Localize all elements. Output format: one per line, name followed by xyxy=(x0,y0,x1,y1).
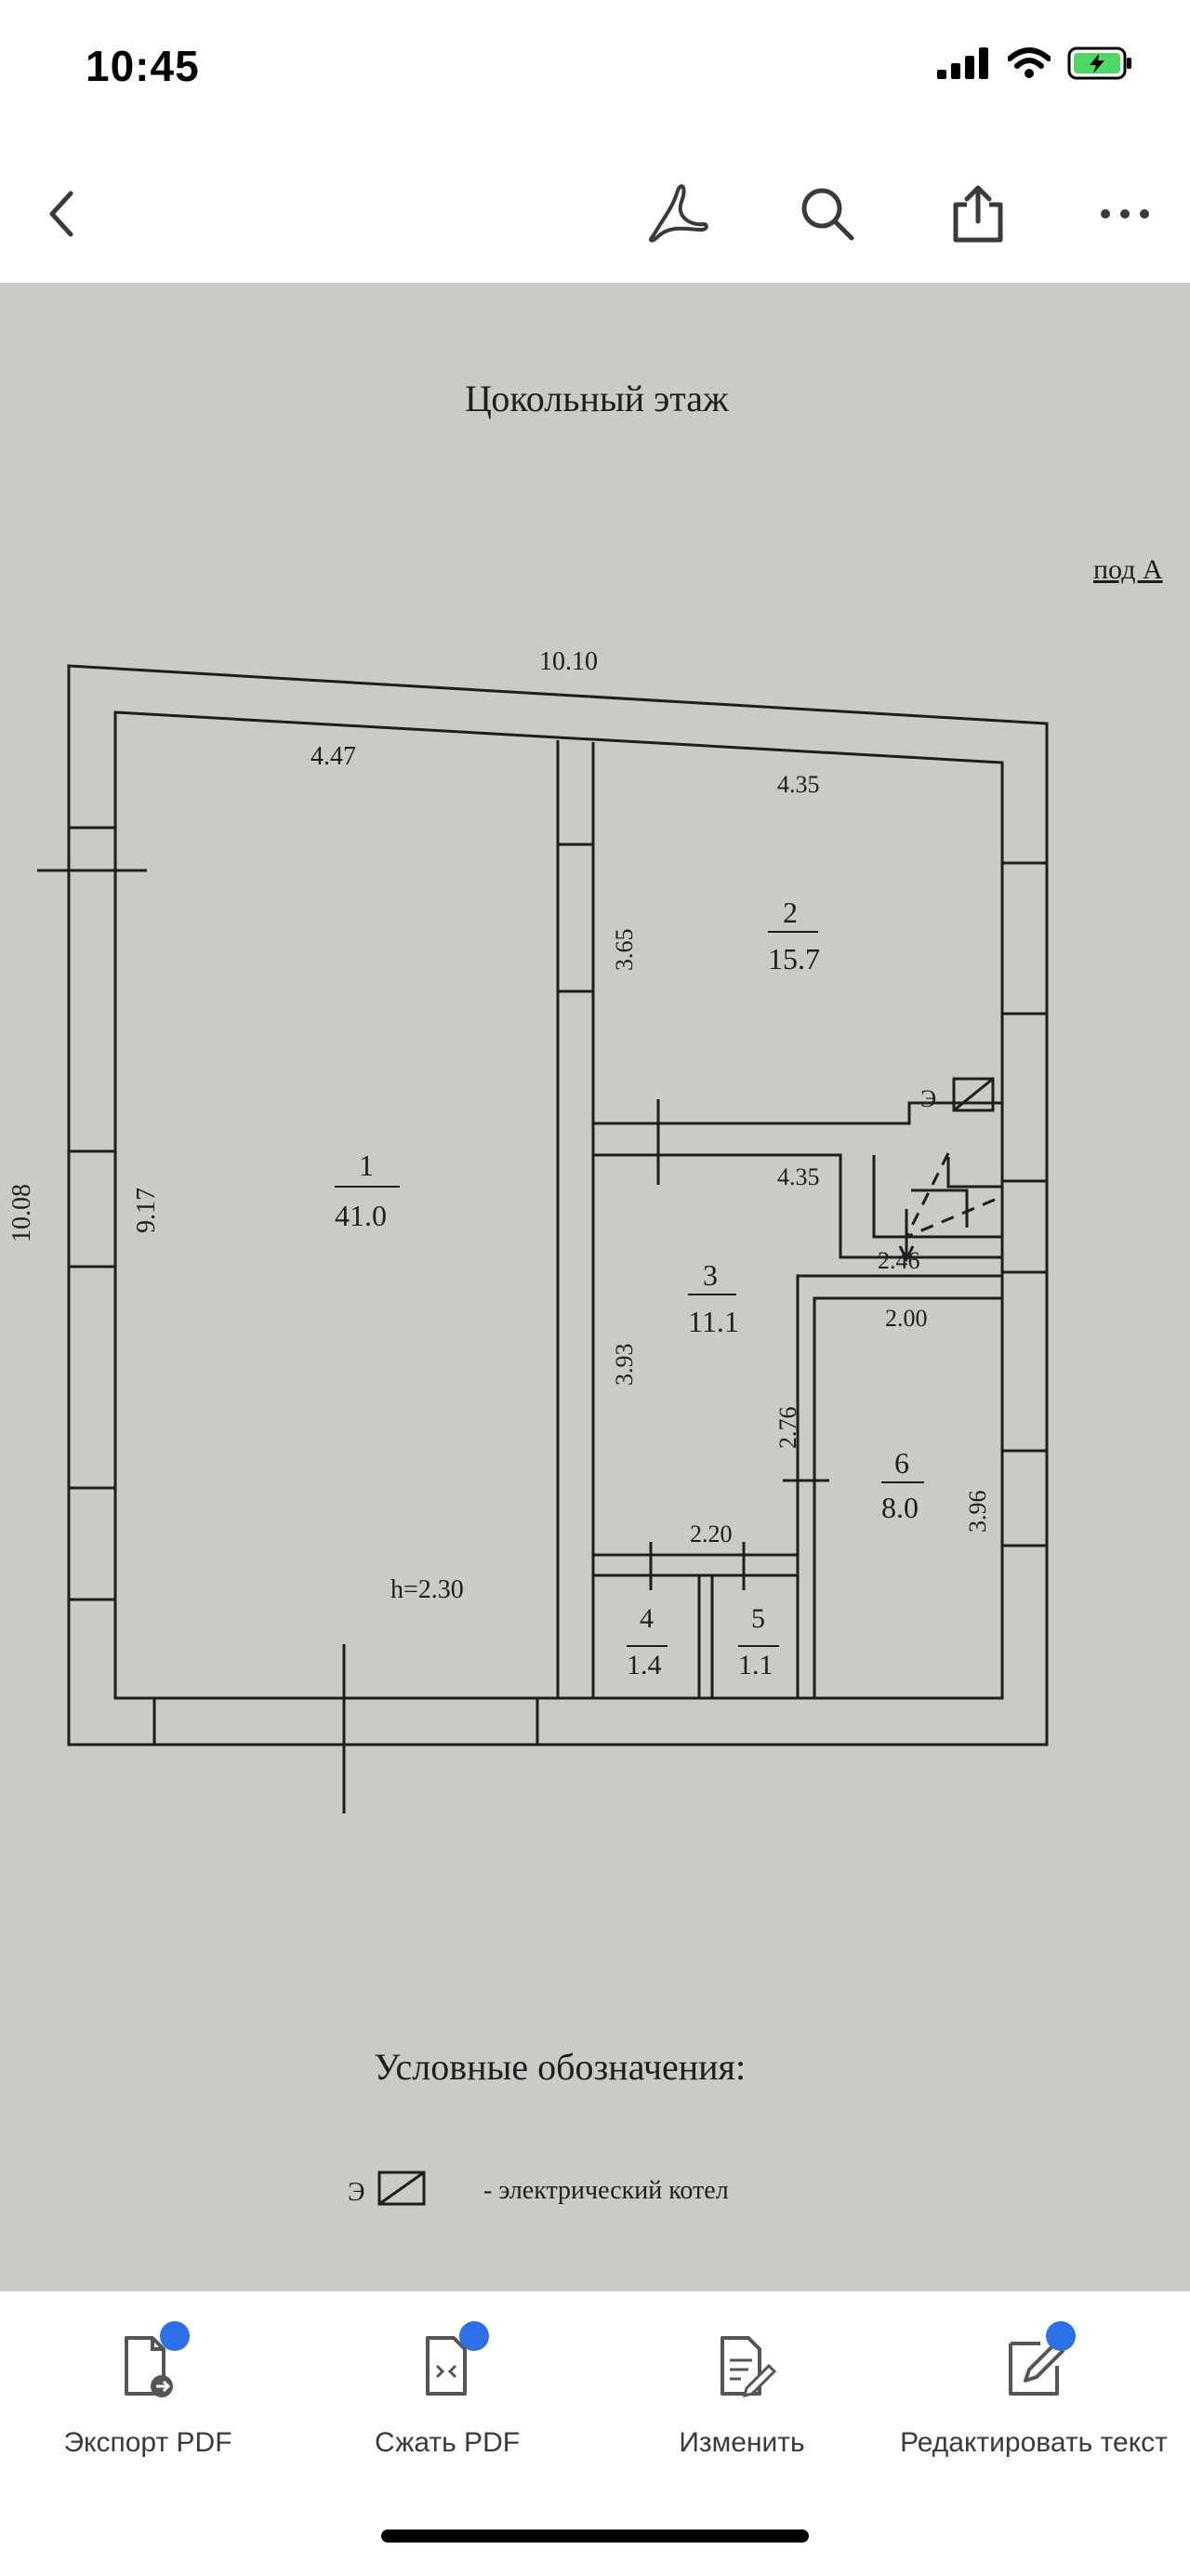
compress-pdf-icon xyxy=(405,2321,489,2409)
more-button[interactable] xyxy=(1078,149,1171,279)
export-pdf-label: Экспорт PDF xyxy=(63,2427,232,2458)
dim-room2-width: 4.35 xyxy=(777,771,820,798)
share-button[interactable] xyxy=(932,149,1025,279)
ceiling-height: h=2.30 xyxy=(390,1575,464,1604)
room-4-area: 1.4 xyxy=(627,1650,662,1680)
document-toolbar xyxy=(0,149,1190,279)
compress-pdf-label: Сжать PDF xyxy=(374,2427,521,2458)
room-6-number: 6 xyxy=(894,1446,909,1480)
room-1-number: 1 xyxy=(359,1149,374,1182)
dim-room1-height: 9.17 xyxy=(132,1188,161,1233)
battery-icon xyxy=(1067,46,1131,80)
room-3-area: 11.1 xyxy=(688,1305,739,1338)
status-time: 10:45 xyxy=(86,42,200,90)
chevron-left-icon xyxy=(49,191,73,237)
room-5-number: 5 xyxy=(751,1603,765,1634)
dim-room1-width: 4.47 xyxy=(311,742,356,771)
search-icon xyxy=(801,188,854,241)
home-indicator[interactable] xyxy=(381,2530,809,2543)
legend-mark: Э xyxy=(348,2178,364,2207)
export-pdf-icon xyxy=(106,2321,190,2409)
wifi-icon xyxy=(1008,47,1051,78)
dim-room6-height: 3.96 xyxy=(964,1491,991,1534)
document-page[interactable]: Цокольный этаж под А 10.10 10.08 4.47 9.… xyxy=(0,283,1190,2291)
dim-stair: 2.46 xyxy=(878,1247,920,1274)
dim-room3-width: 4.35 xyxy=(777,1163,820,1190)
bottom-action-bar xyxy=(0,2293,1190,2576)
corner-label: под А xyxy=(1093,554,1163,585)
export-pdf-button[interactable]: Экспорт PDF xyxy=(60,2321,236,2474)
room-4-number: 4 xyxy=(640,1603,654,1634)
plan-title: Цокольный этаж xyxy=(465,378,729,419)
dim-room6-width: 2.00 xyxy=(885,1305,928,1332)
status-bar: 10:45 xyxy=(0,0,1190,139)
acrobat-button[interactable] xyxy=(632,149,725,279)
edit-document-icon xyxy=(700,2325,784,2409)
floor-plan: Цокольный этаж под А 10.10 10.08 4.47 9.… xyxy=(7,378,1163,2207)
dim-room2-height: 3.65 xyxy=(611,929,638,972)
legend-title: Условные обозначения: xyxy=(374,2046,746,2088)
dim-door: 2.76 xyxy=(774,1407,801,1450)
dim-room3-height: 3.93 xyxy=(611,1344,638,1387)
back-button[interactable] xyxy=(15,149,108,279)
more-icon xyxy=(1101,209,1149,219)
room-2-number: 2 xyxy=(783,896,798,929)
edit-text-button[interactable]: Редактировать текст xyxy=(894,2321,1173,2474)
room-1-area: 41.0 xyxy=(335,1199,387,1232)
signal-icon xyxy=(937,47,988,79)
legend-text: - электрический котел xyxy=(483,2176,729,2205)
search-button[interactable] xyxy=(781,149,874,279)
edit-document-label: Изменить xyxy=(679,2427,805,2458)
room-3-number: 3 xyxy=(703,1258,718,1292)
edit-text-label: Редактировать текст xyxy=(900,2427,1168,2458)
boiler-mark: Э xyxy=(920,1085,936,1112)
edit-text-icon xyxy=(992,2321,1076,2409)
dim-left-outer: 10.08 xyxy=(7,1184,36,1242)
dim-corridor-width: 2.20 xyxy=(690,1520,733,1547)
dim-top-outer: 10.10 xyxy=(539,647,598,676)
room-2-area: 15.7 xyxy=(768,942,820,976)
compress-pdf-button[interactable]: Сжать PDF xyxy=(368,2321,526,2474)
status-icons xyxy=(937,46,1134,80)
premium-badge xyxy=(459,2321,489,2351)
edit-document-button[interactable]: Изменить xyxy=(668,2325,816,2474)
share-icon xyxy=(953,185,1003,243)
room-5-area: 1.1 xyxy=(738,1650,774,1680)
premium-badge xyxy=(160,2321,190,2351)
room-6-area: 8.0 xyxy=(881,1491,919,1524)
premium-badge xyxy=(1046,2321,1076,2351)
acrobat-icon xyxy=(649,184,708,243)
